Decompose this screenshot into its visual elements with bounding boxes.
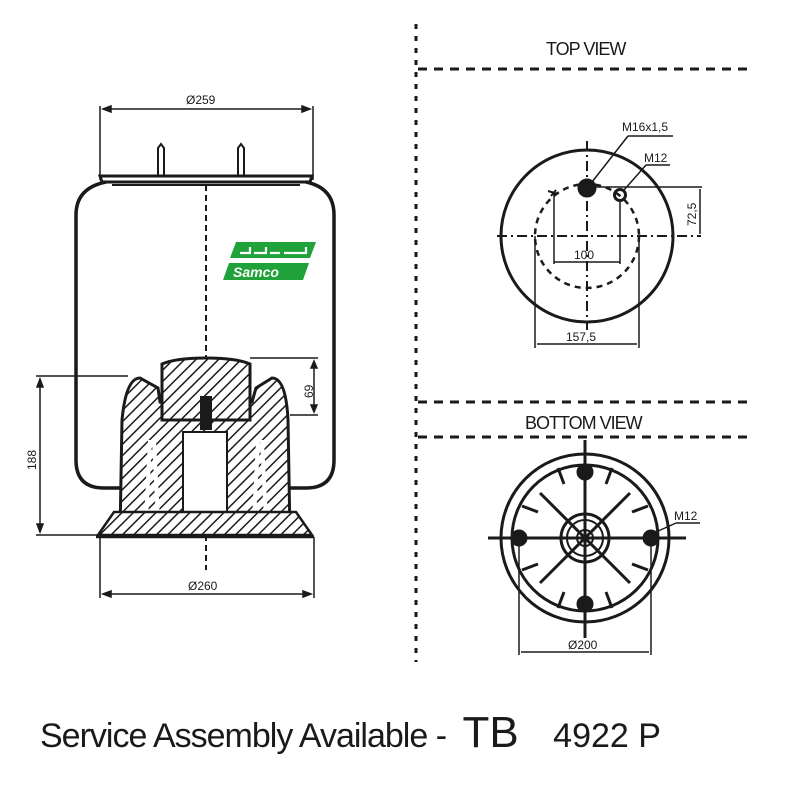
piston-height-dimension	[250, 357, 319, 416]
offset-label: 72,5	[685, 202, 699, 226]
piston-cap	[160, 356, 252, 422]
top-diameter-dimension	[99, 104, 314, 180]
top-view-title: TOP VIEW	[546, 39, 626, 59]
bottom-thread-label: M12	[674, 509, 698, 523]
bolt-bottom[interactable]	[576, 595, 594, 613]
top-diameter-label: Ø259	[186, 93, 216, 107]
bolt-left[interactable]	[510, 529, 528, 547]
piston-base	[95, 510, 315, 537]
top-view: TOP VIEW M16x1,5 M12 72,5 100 157,5	[497, 39, 702, 348]
m12-label: M12	[644, 151, 668, 165]
logo-latin-text: Samco	[233, 264, 279, 280]
piston-height-label: 69	[302, 384, 316, 398]
circle-diameter-label: 157,5	[566, 330, 596, 344]
height-label: 188	[25, 450, 39, 470]
part-number: 4922 P	[553, 717, 661, 755]
m16-hole[interactable]	[577, 178, 597, 198]
height-dimension	[35, 375, 128, 536]
samco-logo: Samco	[223, 242, 316, 280]
top-studs	[157, 142, 245, 178]
top-plate	[97, 174, 315, 184]
bellows-body	[74, 180, 336, 490]
side-view: Ø259 188	[25, 93, 336, 599]
bolt-top[interactable]	[576, 463, 594, 481]
footer-caption: Service Assembly Available - TB 4922 P	[40, 708, 661, 758]
view-dividers	[414, 24, 752, 662]
bottom-diameter-dimension	[99, 537, 315, 599]
brand-text: TB	[462, 708, 519, 757]
bolt-circle-label: Ø200	[568, 638, 598, 652]
bottom-diameter-label: Ø260	[188, 579, 218, 593]
bottom-view-title: BOTTOM VIEW	[525, 413, 643, 433]
m16-label: M16x1,5	[622, 120, 668, 134]
bottom-view: BOTTOM VIEW M12 Ø200	[488, 413, 700, 655]
service-text: Service Assembly Available -	[40, 717, 447, 755]
bolt-spacing-label: 100	[574, 248, 594, 262]
